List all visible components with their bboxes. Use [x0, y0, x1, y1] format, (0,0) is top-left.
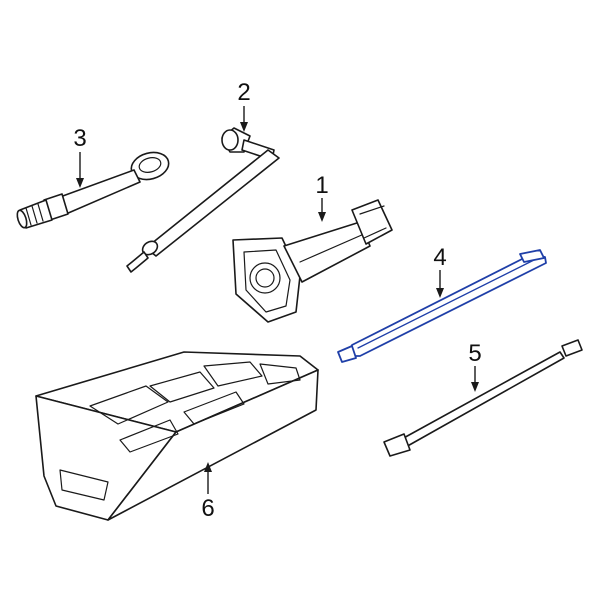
callout-1: 1: [315, 172, 328, 199]
callout-4: 4: [433, 244, 446, 271]
part-1-jack: [232, 199, 393, 323]
leader-lines: [76, 106, 479, 494]
part-5-extension-rod: [383, 339, 583, 457]
callout-5: 5: [468, 340, 481, 367]
part-6-storage-tray: [35, 351, 319, 521]
part-3-wrench-handle: [16, 151, 170, 229]
callout-3: 3: [73, 125, 86, 152]
callout-2: 2: [237, 79, 250, 106]
part-2-bent-rod: [126, 127, 280, 273]
callout-6: 6: [201, 495, 214, 522]
part-4-handle-bar-highlighted: [337, 249, 547, 363]
